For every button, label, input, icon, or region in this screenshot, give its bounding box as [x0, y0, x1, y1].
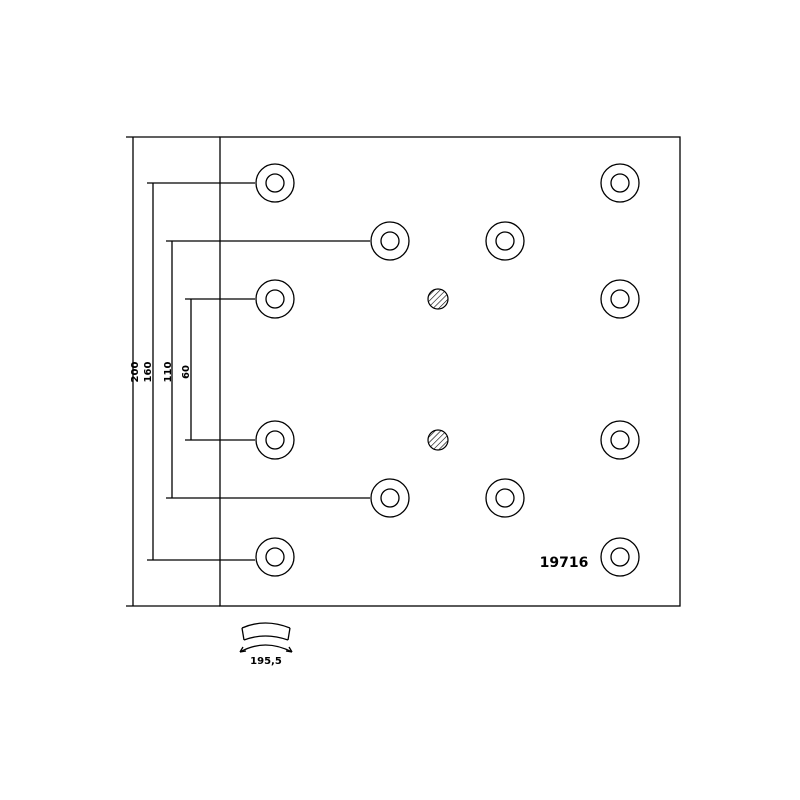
rivet-hole-ring	[255, 279, 295, 319]
label-160: 160	[143, 362, 154, 383]
label-110: 110	[163, 362, 174, 383]
rivet-hole	[600, 537, 640, 577]
part-number: 19716	[540, 555, 589, 571]
rivet-hole	[255, 537, 295, 577]
rivet-hole	[255, 163, 295, 203]
rivet-hole-ring	[495, 488, 515, 508]
rivet-hole-ring	[255, 420, 295, 460]
lining-outline	[219, 136, 681, 607]
rivet-hole-ring	[265, 547, 285, 567]
rivet-hole-ring	[485, 478, 525, 518]
rivet-hole	[485, 221, 525, 261]
rivet-hole	[600, 279, 640, 319]
rivet-hole-ring	[610, 430, 630, 450]
rivet-hole-ring	[380, 231, 400, 251]
rivet-hole-ring	[255, 163, 295, 203]
rivet-hole	[600, 420, 640, 460]
hatched-pin	[427, 288, 449, 310]
rivet-hole-ring	[265, 430, 285, 450]
rivet-hole-ring	[370, 221, 410, 261]
rivet-hole-ring	[485, 221, 525, 261]
rivet-hole-ring	[255, 537, 295, 577]
curvature-symbol	[239, 622, 293, 653]
dimension-160	[147, 182, 255, 561]
rivet-hole-ring	[610, 173, 630, 193]
rivet-hole-ring	[610, 547, 630, 567]
rivet-hole	[485, 478, 525, 518]
rivet-hole-ring	[600, 420, 640, 460]
rivet-hole-ring	[600, 537, 640, 577]
rivet-hole-ring	[600, 163, 640, 203]
rivet-hole-ring	[600, 279, 640, 319]
dimension-200	[126, 136, 220, 607]
hatched-pin	[427, 429, 449, 451]
rivet-hole	[370, 478, 410, 518]
label-200: 200	[130, 362, 141, 383]
rivet-hole-ring	[380, 488, 400, 508]
rivet-hole	[370, 221, 410, 261]
rivet-hole	[255, 279, 295, 319]
dimension-60	[185, 298, 255, 441]
rivet-hole-ring	[265, 289, 285, 309]
rivet-hole-ring	[265, 173, 285, 193]
rivet-hole-ring	[370, 478, 410, 518]
rivet-hole-ring	[610, 289, 630, 309]
rivet-hole	[600, 163, 640, 203]
rivet-hole-ring	[495, 231, 515, 251]
label-width: 195,5	[250, 656, 282, 667]
rivet-hole	[255, 420, 295, 460]
label-60: 60	[181, 365, 192, 379]
dimension-110	[166, 240, 370, 499]
